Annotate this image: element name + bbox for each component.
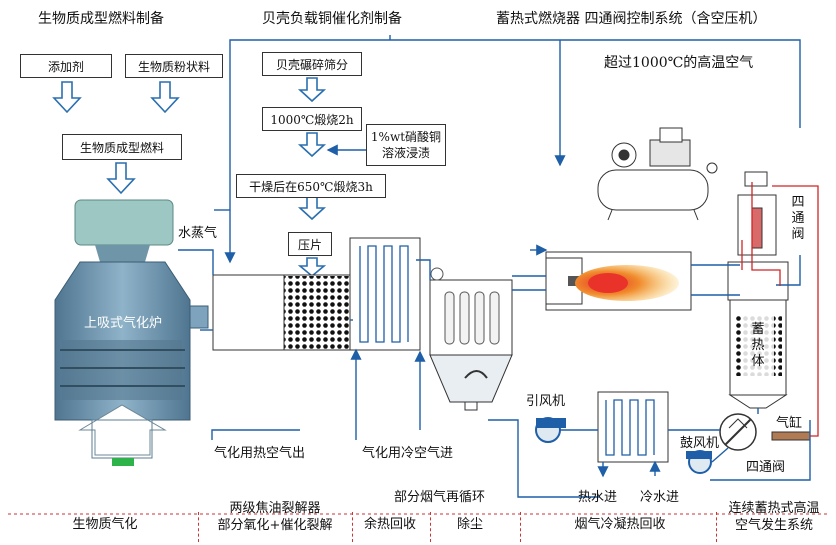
- press-box: 压片: [288, 232, 332, 256]
- regenerator-label: 蓄热体: [751, 322, 765, 369]
- biomass-fuel-box: 生物质成型燃料: [62, 134, 182, 160]
- control-system-title: 蓄热式燃烧器 四通阀控制系统（含空压机）: [496, 11, 767, 27]
- copper-nitrate-line2: 溶液浸渍: [381, 146, 430, 160]
- stage-air-generation: 连续蓄热式高温 空气发生系统: [728, 501, 820, 533]
- stage-dust-removal: 除尘: [456, 517, 483, 532]
- four-way-valve-label: 四通阀: [746, 460, 786, 475]
- copper-nitrate-line1: 1%wt硝酸铜: [370, 130, 442, 144]
- stage-divider: [716, 512, 717, 542]
- stage-divider: [520, 512, 521, 542]
- copper-nitrate-box: 1%wt硝酸铜 溶液浸渍: [366, 124, 446, 166]
- catalyst-prep-title: 贝壳负载铜催化剂制备: [262, 11, 402, 27]
- stage-biomass-gasification: 生物质气化: [72, 517, 138, 532]
- stage-divider: [352, 512, 353, 542]
- cylinder-label: 气缸: [776, 416, 803, 431]
- regenerative-burner: [545, 251, 692, 311]
- stage-condensation: 烟气冷凝热回收: [574, 517, 666, 532]
- cylinder: [771, 431, 811, 441]
- updraft-gasifier-label: 上吸式气化炉: [84, 316, 163, 331]
- cold-water-in-label: 冷水进: [640, 490, 680, 505]
- flue-gas-condenser: [597, 391, 669, 463]
- dry-calcine-box: 干燥后在650℃煅烧3h: [236, 174, 386, 198]
- stage-divider: [430, 512, 431, 542]
- biomass-fuel-title: 生物质成型燃料制备: [38, 11, 164, 27]
- induced-fan-label: 引风机: [526, 394, 566, 409]
- hot-air-out-label: 气化用热空气出: [214, 446, 306, 461]
- hot-air-note: 超过1000℃的高温空气: [604, 55, 754, 71]
- four-way-valve-icon: [719, 413, 757, 451]
- calcine-1000-box: 1000℃煅烧2h: [262, 107, 362, 131]
- four-way-valve-vertical-label: 四通阀: [791, 195, 805, 242]
- air-compressor: [597, 127, 718, 221]
- flue-gas-recirculation-label: 部分烟气再循环: [394, 490, 486, 505]
- hot-water-in-label: 热水进: [578, 490, 618, 505]
- dust-collector: [429, 267, 513, 411]
- stage-divider: [198, 512, 199, 542]
- blower-icon: [686, 450, 712, 474]
- stage-waste-heat: 余热回收: [363, 517, 416, 532]
- cold-air-in-label: 气化用冷空气进: [362, 446, 454, 461]
- additive-box: 添加剂: [20, 54, 112, 78]
- biomass-powder-box: 生物质粉状料: [125, 54, 223, 78]
- shell-crush-box: 贝壳碾碎筛分: [262, 52, 362, 76]
- heat-exchanger: [349, 237, 421, 351]
- arrow-down-icon: [52, 77, 327, 278]
- stage-tar-cracking: 两级焦油裂解器 部分氧化+催化裂解: [217, 501, 333, 533]
- blower-label: 鼓风机: [680, 436, 720, 451]
- regenerator-column: [727, 171, 789, 409]
- steam-label: 水蒸气: [178, 226, 218, 241]
- updraft-gasifier: [54, 199, 209, 466]
